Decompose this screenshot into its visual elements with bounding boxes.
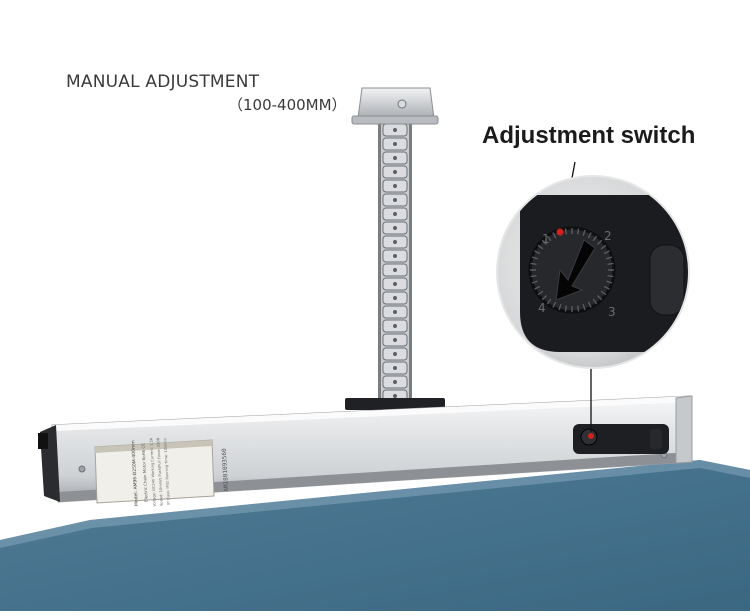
dial-tick: [541, 294, 548, 301]
chain-outlet: [345, 398, 445, 410]
chain: [378, 118, 412, 408]
dial-number-1: 1: [542, 232, 550, 246]
chain-pin: [393, 380, 397, 384]
dial-tick: [546, 298, 552, 305]
dial-tick: [552, 301, 557, 308]
chain-pin: [393, 142, 397, 146]
chain-pin: [393, 240, 397, 244]
spec-label: Model: AM96-D250M-400mm Electric Chain M…: [94, 437, 230, 507]
dial-tick: [531, 280, 538, 284]
dial-tick: [537, 244, 544, 250]
label-row: IP Class: IP32 Running Time: 10s/min: [163, 438, 170, 505]
dial-arrow-icon: [555, 239, 596, 301]
dial-number-2: 2: [604, 229, 612, 243]
dial-tick: [564, 228, 568, 235]
dial-tick: [592, 235, 598, 242]
chain-pin: [393, 352, 397, 356]
chain-pin: [393, 268, 397, 272]
chain-pin: [393, 296, 397, 300]
dial-tick: [546, 235, 552, 242]
dial-tick: [592, 298, 598, 305]
label-row: Voltage: DC24V Working Current: 1.5A: [149, 437, 157, 507]
chain-pin: [393, 282, 397, 286]
dial-tick: [534, 285, 541, 290]
chain-pin: [393, 212, 397, 216]
dial-tick: [564, 305, 568, 312]
dial-tick: [603, 250, 610, 255]
dial-tick: [537, 290, 544, 296]
dial-tick: [607, 262, 614, 266]
dial-tick: [582, 229, 586, 236]
dial-number-3: 3: [608, 305, 616, 319]
chain-pin: [393, 310, 397, 314]
glass-panel: [0, 460, 750, 611]
dial-tick: [600, 244, 607, 250]
chain-pin: [393, 338, 397, 342]
chain-pin: [393, 184, 397, 188]
label-model: Model: AM96-D250M-400mm: [130, 440, 139, 506]
dial-tick: [596, 239, 603, 246]
label-heading: Electric Chain Motor RoHS CE: [140, 443, 148, 502]
dial-tick: [607, 274, 614, 278]
chain-pin: [393, 226, 397, 230]
dial-tick: [603, 285, 610, 290]
chain-pin: [393, 394, 397, 398]
chain-pin: [393, 366, 397, 370]
chain-pin: [393, 156, 397, 160]
dial-tick: [541, 239, 548, 246]
dial-tick: [600, 290, 607, 296]
zoom-circle: 1 2 3 4: [496, 175, 690, 369]
chain-pin: [393, 170, 397, 174]
chain-pin: [393, 324, 397, 328]
dial-tick: [530, 262, 537, 266]
dial-tick: [587, 232, 592, 239]
adjustment-switch-title: Adjustment switch: [482, 122, 696, 149]
chain-pin: [393, 198, 397, 202]
dial-tick: [606, 280, 613, 284]
dial-tick: [552, 232, 557, 239]
dial-tick: [530, 274, 537, 278]
chain-pin: [393, 254, 397, 258]
dial-tick: [531, 256, 538, 260]
dial-tick: [558, 304, 562, 311]
adjustment-switch: [573, 424, 669, 454]
dial-number-4: 4: [538, 301, 546, 315]
dial-tick: [576, 228, 580, 235]
dial-tick: [576, 305, 580, 312]
dial-tick: [596, 294, 603, 301]
manual-adjustment-range: （100-400MM）: [228, 96, 347, 114]
manual-adjustment-title: MANUAL ADJUSTMENT: [66, 72, 260, 92]
dial-tick: [582, 304, 586, 311]
dial-tick: [606, 256, 613, 260]
dial-tick: [587, 301, 592, 308]
top-bracket: [351, 87, 439, 125]
label-row: Speed: 10mm/s Push/Pull Force: 250N: [156, 437, 164, 506]
chain-pin: [393, 128, 397, 132]
dial-tick: [534, 250, 541, 255]
label-serial: AM1801093560: [221, 448, 230, 492]
